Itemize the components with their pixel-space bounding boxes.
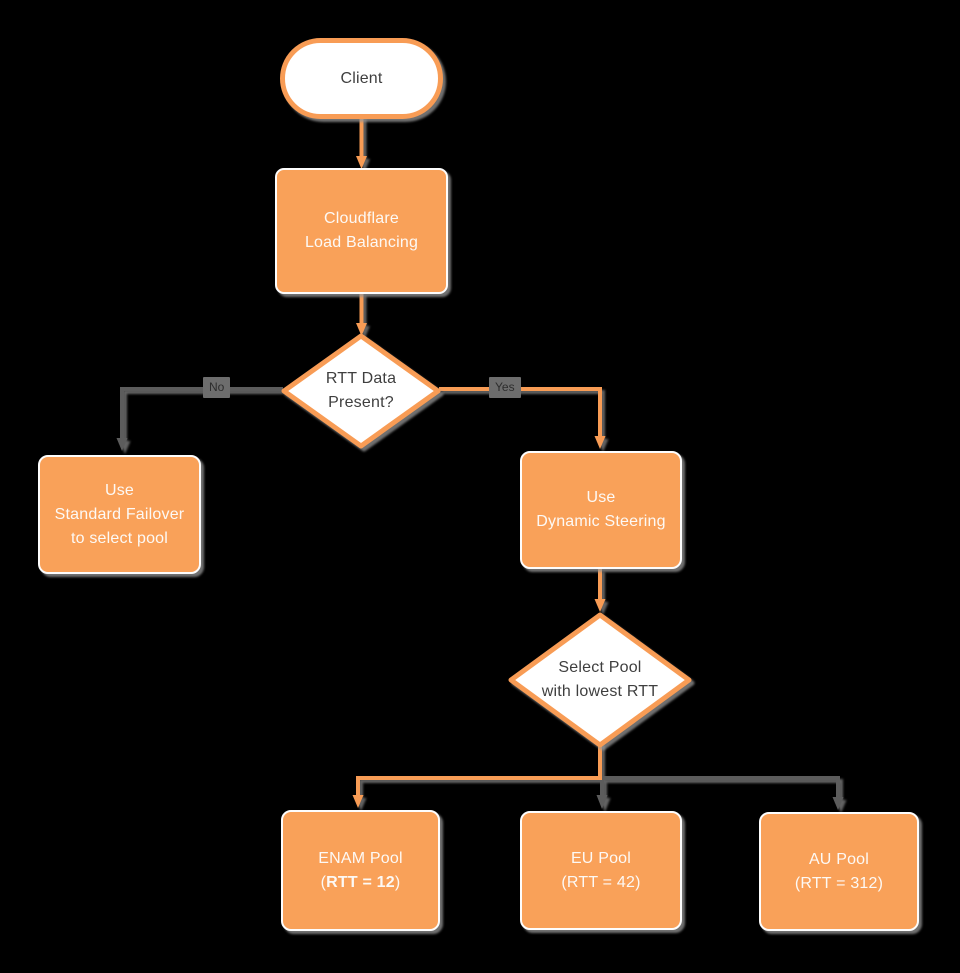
- arrowhead-au: [832, 797, 844, 810]
- standard-failover-line1: Use: [104, 481, 135, 499]
- edge-label-yes: Yes: [489, 377, 521, 398]
- pool-decision-line1: Select Pool: [558, 659, 642, 676]
- arrowhead-eu: [596, 795, 608, 809]
- enam-rtt-value: RTT = 12: [326, 873, 395, 891]
- eu-pool-node: EU Pool (RTT = 42): [520, 811, 682, 930]
- load-balancing-line2: Load Balancing: [304, 234, 419, 251]
- edge-to-au-pool: [602, 776, 840, 797]
- standard-failover-node: Use Standard Failover to select pool: [38, 455, 201, 574]
- eu-pool-line1: EU Pool: [570, 849, 632, 867]
- dynamic-steering-line1: Use: [586, 489, 616, 506]
- eu-pool-line2: (RTT = 42): [561, 873, 641, 891]
- au-pool-node: AU Pool (RTT = 312): [759, 812, 919, 931]
- gray-connectors: [120, 387, 840, 797]
- arrowhead-enam: [352, 795, 364, 808]
- au-pool-line2: (RTT = 312): [794, 874, 884, 892]
- enam-pool-line1: ENAM Pool: [318, 849, 403, 867]
- diamond-shape: [508, 612, 692, 748]
- au-pool-line1: AU Pool: [808, 850, 870, 868]
- rtt-decision-line2: Present?: [328, 394, 394, 411]
- arrowhead-no-branch: [116, 438, 128, 451]
- pool-decision-diamond: Select Pool with lowest RTT: [506, 610, 694, 750]
- rtt-decision-diamond: RTT Data Present?: [279, 331, 443, 451]
- rtt-decision-line1: RTT Data: [325, 370, 397, 387]
- standard-failover-line3: to select pool: [70, 529, 169, 547]
- load-balancing-node: Cloudflare Load Balancing: [275, 168, 448, 294]
- gray-arrowheads: [116, 438, 844, 810]
- client-label: Client: [340, 69, 383, 87]
- enam-pool-line2: (RTT = 12): [320, 873, 401, 891]
- dynamic-steering-line2: Dynamic Steering: [536, 513, 666, 530]
- load-balancing-line1: Cloudflare: [324, 210, 399, 227]
- arrowhead-dynamic: [594, 436, 606, 449]
- pool-decision-line2: with lowest RTT: [541, 683, 659, 700]
- standard-failover-line2: Standard Failover: [54, 505, 185, 523]
- edge-label-no: No: [203, 377, 231, 398]
- enam-pool-node: ENAM Pool (RTT = 12): [281, 810, 440, 931]
- dynamic-steering-node: Use Dynamic Steering: [520, 451, 682, 569]
- client-node: Client: [280, 38, 443, 119]
- diamond-shape: [281, 333, 441, 449]
